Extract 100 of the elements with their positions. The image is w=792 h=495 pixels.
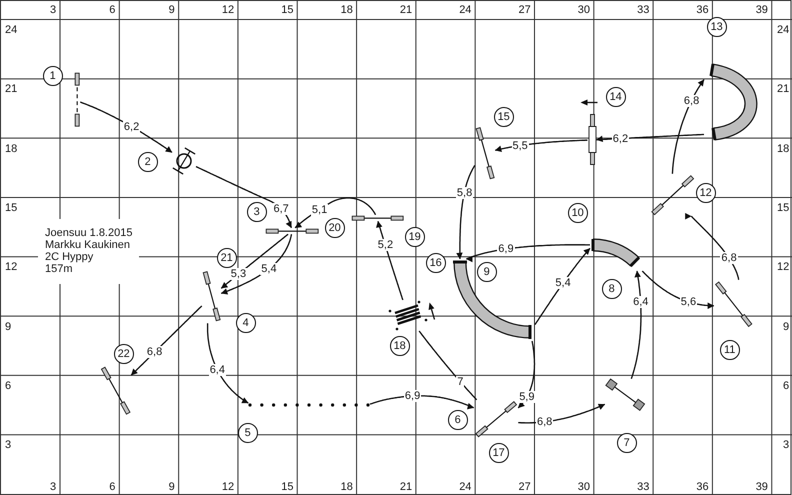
obstacle-number: 2: [138, 152, 158, 172]
grid-coordinate: 6: [109, 481, 116, 493]
distance-label: 6,9: [404, 390, 422, 402]
grid-coordinate: 9: [168, 4, 175, 16]
distance-label: 5,8: [456, 186, 474, 198]
route-arrow: [466, 244, 590, 262]
route-arrow: [518, 404, 606, 424]
grid-coordinate: 15: [281, 481, 294, 493]
obstacle-number: 15: [494, 106, 514, 127]
route-arrow: [630, 270, 642, 380]
distance-label: 7: [456, 376, 464, 388]
distance-label: 6,2: [122, 120, 140, 132]
grid-coordinate: 27: [518, 4, 531, 16]
hurdle-symbol: [100, 364, 132, 416]
route-arrow: [130, 305, 202, 376]
distance-label: 5,2: [376, 239, 394, 252]
distance-label: 5,4: [260, 263, 278, 276]
obstacle-number: 16: [426, 252, 446, 273]
route-arrow: [456, 165, 476, 260]
grid-coordinate: 12: [222, 4, 234, 16]
hurdle-symbol: [474, 124, 496, 182]
grid-coordinate: 18: [777, 142, 790, 155]
grid-coordinate: 9: [168, 481, 175, 493]
grid-coordinate: 24: [459, 481, 472, 493]
grid-coordinate: 18: [340, 4, 353, 16]
obstacle-number: 20: [324, 218, 345, 238]
obstacle-number: 17: [488, 442, 509, 463]
grid-coordinate: 18: [5, 142, 18, 155]
distance-label: 5,9: [518, 391, 536, 404]
grid-coordinate: 21: [400, 481, 412, 493]
route-arrow: [220, 234, 292, 295]
long-jump-symbol: [388, 300, 428, 331]
obstacle-number: 5: [238, 422, 258, 443]
route-arrow: [206, 323, 249, 404]
obstacle-number: 1: [42, 66, 63, 86]
grid-coordinate: 3: [783, 439, 790, 452]
course-info: Joensuu 1.8.2015: [45, 227, 132, 239]
tire-symbol: [172, 147, 196, 175]
route-arrow: [376, 220, 404, 300]
obstacle-number: 4: [236, 312, 256, 333]
obstacle-number: 18: [390, 336, 410, 356]
grid-coordinate: 9: [783, 320, 790, 333]
route-arrow: [294, 197, 376, 228]
route-arrow: [672, 79, 705, 174]
grid-coordinate: 12: [222, 481, 234, 493]
obstacle-number: 14: [606, 86, 626, 107]
route-arrow: [196, 166, 292, 228]
grid-coordinate: 30: [578, 4, 590, 16]
obstacle-number: 10: [568, 202, 588, 223]
course-info: 157m: [45, 263, 74, 275]
obstacle-number: 13: [706, 16, 727, 37]
route-arrow: [80, 101, 172, 153]
route-arrow: [370, 395, 474, 410]
hurdle-symbol: [474, 400, 518, 438]
obstacle-number: 19: [404, 226, 425, 247]
course-info: Markku Kaukinen: [45, 239, 131, 251]
weave-poles-symbol: [248, 403, 370, 407]
distance-label: 6,2: [612, 132, 630, 144]
obstacle-number: 12: [696, 182, 716, 203]
obstacle-number: 7: [616, 432, 637, 453]
route-arrow: [596, 134, 704, 142]
grid-coordinate: 30: [578, 481, 590, 493]
grid-coordinate: 3: [50, 4, 56, 16]
grid-coordinate: 27: [518, 481, 531, 493]
course-info: 2C Hyppy: [45, 251, 94, 263]
route-arrow: [494, 139, 588, 152]
obstacle-number: 3: [246, 202, 267, 222]
hurdle-symbol: [604, 378, 646, 410]
grid-coordinate: 3: [50, 481, 56, 493]
grid-coordinate: 36: [696, 4, 709, 16]
grid-coordinate: 6: [783, 380, 790, 392]
distance-label: 6,8: [146, 346, 164, 358]
grid-coordinate: 33: [637, 481, 650, 493]
route-arrow: [220, 234, 288, 289]
grid-coordinate: 3: [5, 439, 12, 452]
grid-coordinate: 15: [777, 202, 790, 214]
grid-coordinate: 9: [5, 320, 12, 333]
hurdle-symbol: [650, 174, 696, 216]
distance-label: 6,8: [536, 416, 554, 428]
obstacle-number: 21: [216, 248, 237, 268]
distance-label: 6,4: [208, 364, 226, 376]
distance-label: 6,7: [272, 202, 290, 215]
grid-coordinate: 33: [637, 4, 650, 16]
distance-label: 5,4: [554, 277, 572, 290]
grid-coordinate: 39: [756, 4, 768, 16]
distance-label: 5,6: [680, 296, 698, 308]
obstacle-number: 6: [448, 410, 468, 430]
grid-coordinate: 15: [5, 202, 18, 214]
distance-label: 6,4: [632, 296, 650, 308]
distance-label: 6,8: [682, 94, 700, 107]
grid-coordinate: 15: [281, 4, 294, 16]
grid-coordinate: 39: [756, 481, 768, 493]
distance-label: 5,5: [512, 140, 529, 152]
route-arrow: [518, 340, 536, 408]
hurdle-symbol: [202, 268, 222, 324]
obstacle-number: 8: [602, 278, 622, 299]
distance-label: 5,3: [230, 268, 248, 280]
distance-label: 5,1: [310, 204, 328, 216]
grid-coordinate: 36: [696, 481, 709, 493]
grid-coordinate: 18: [340, 481, 353, 493]
